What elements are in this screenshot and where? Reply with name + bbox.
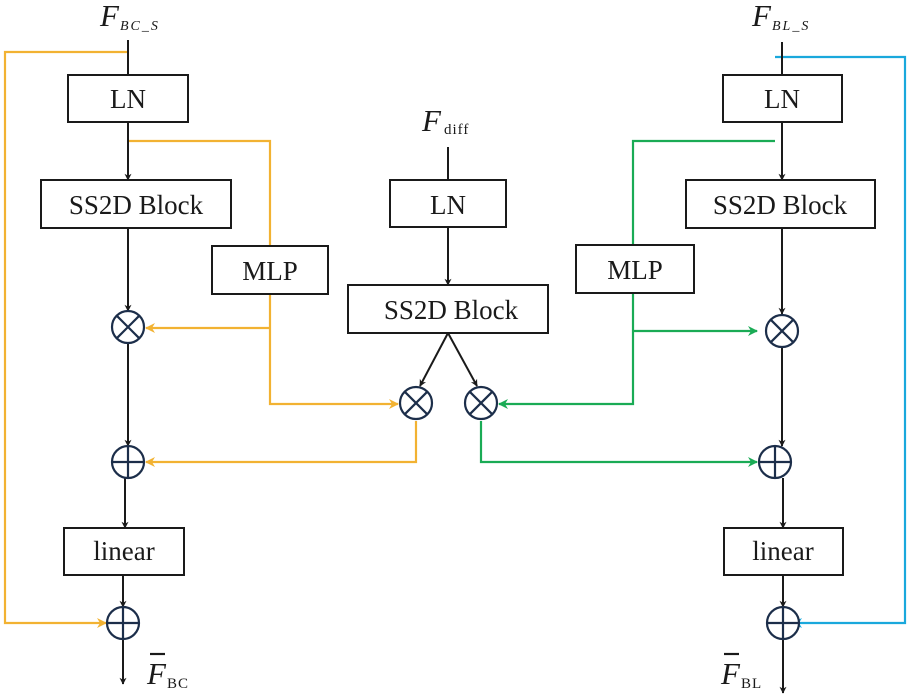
right-ln-label: LN <box>764 84 800 114</box>
center-right-multiply-operator <box>463 385 499 421</box>
center-ss2d-label: SS2D Block <box>384 295 519 325</box>
center-input-subscript: diff <box>444 122 469 138</box>
center-ss2d-to-right-multiply-arrow <box>447 332 478 387</box>
right-output-symbol: F <box>720 656 741 691</box>
left-input-symbol: F <box>99 0 120 33</box>
right-mlp-branch <box>631 139 775 246</box>
right-input-symbol: F <box>751 0 772 33</box>
right-add-operator <box>757 444 793 480</box>
center-ss2d-block: SS2D Block <box>347 284 549 334</box>
right-ss2d-label: SS2D Block <box>713 190 848 220</box>
right-input-label: F BL_S <box>751 0 810 34</box>
left-ss2d-block: SS2D Block <box>40 179 232 229</box>
center-ln-label: LN <box>430 190 466 220</box>
center-ss2d-to-left-multiply-arrow <box>419 332 449 387</box>
right-ln-block: LN <box>722 74 843 123</box>
center-right-to-right-add <box>479 421 758 467</box>
right-linear-block: linear <box>723 527 844 576</box>
right-input-subscript: BL_S <box>772 19 810 34</box>
left-output-subscript: BC <box>167 676 189 692</box>
left-output-symbol: F <box>146 656 167 691</box>
left-mlp-branch <box>128 139 272 246</box>
center-input-label: F diff <box>421 103 469 138</box>
left-mlp-to-center-multiply <box>268 294 399 409</box>
left-linear-label: linear <box>93 536 154 566</box>
center-left-to-left-add <box>145 421 418 467</box>
right-skip-connection <box>775 55 907 628</box>
right-mlp-label: MLP <box>607 255 663 285</box>
left-multiply-operator <box>110 309 146 345</box>
left-output-label: F BC <box>146 652 189 692</box>
center-ln-block: LN <box>389 179 507 228</box>
right-ss2d-block: SS2D Block <box>685 179 876 229</box>
right-mlp-block: MLP <box>575 244 695 294</box>
left-mlp-block: MLP <box>211 245 329 295</box>
right-output-subscript: BL <box>741 676 762 692</box>
left-ss2d-label: SS2D Block <box>69 190 204 220</box>
left-linear-block: linear <box>63 527 185 576</box>
left-input-subscript: BC_S <box>120 19 160 34</box>
left-input-label: F BC_S <box>99 0 160 34</box>
left-mlp-label: MLP <box>242 256 298 286</box>
right-final-add-operator <box>765 605 801 641</box>
left-skip-connection <box>3 50 128 628</box>
right-output-label: F BL <box>720 652 762 692</box>
left-add-operator <box>110 444 146 480</box>
left-final-add-operator <box>105 605 141 641</box>
left-ln-label: LN <box>110 84 146 114</box>
left-ln-block: LN <box>67 74 189 123</box>
right-multiply-operator <box>764 313 800 349</box>
center-input-symbol: F <box>421 103 442 138</box>
right-linear-label: linear <box>752 536 813 566</box>
center-left-multiply-operator <box>398 385 434 421</box>
